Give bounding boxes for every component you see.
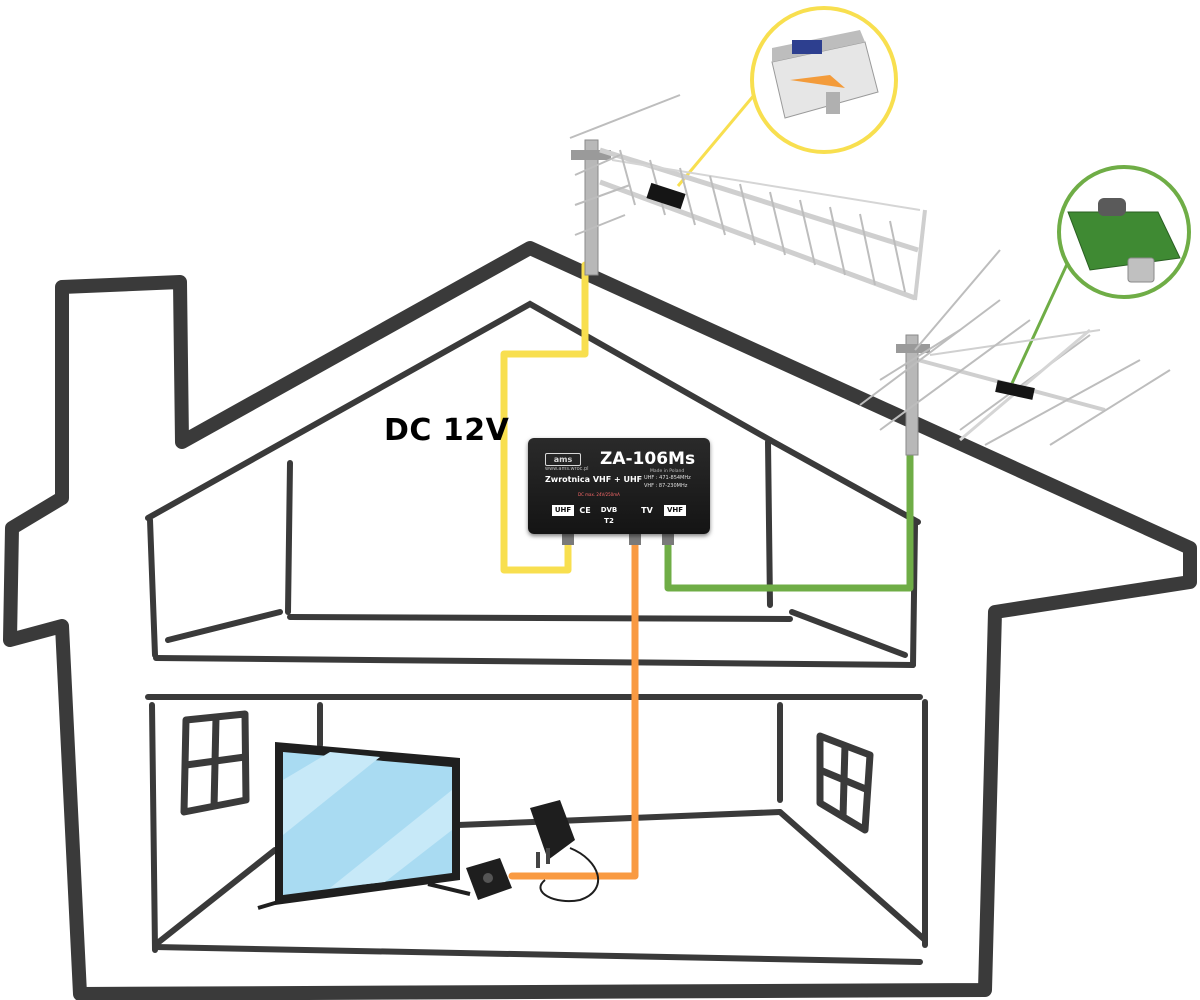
uhf-antenna-icon [569, 94, 927, 301]
dc-max-spec: DC max. 24V/250mA [578, 492, 620, 497]
ce-mark: CE [579, 506, 591, 515]
house-outline [3, 241, 1197, 1000]
television-icon [257, 742, 471, 910]
uhf-callout-line [676, 87, 762, 187]
brand-website: www.ams.wroc.pl [545, 466, 589, 472]
vhf-cable [664, 448, 914, 592]
diplexer-box: ams www.ams.wroc.pl ZA-106Ms Made in Pol… [528, 438, 710, 534]
model-name: ZA-106Ms [600, 449, 696, 469]
vhf-amplifier-board-icon [1057, 165, 1191, 299]
made-in-label: Made in Poland [650, 469, 685, 474]
room-lines [145, 694, 928, 965]
tv-cable [508, 541, 639, 880]
vhf-antenna-icon [859, 249, 1171, 456]
power-supply-icon [530, 800, 600, 903]
port-uhf-label: UHF [552, 505, 574, 516]
port-tv-label: TV [641, 506, 653, 515]
uhf-cable [500, 261, 589, 574]
diplexer-connectors [562, 533, 674, 545]
vhf-callout-line [1006, 261, 1070, 393]
uhf-amplifier-icon [750, 6, 898, 154]
dc-power-label: DC 12V [384, 413, 510, 448]
brand-logo: ams [545, 453, 581, 466]
attic-lines [145, 300, 921, 668]
window-right [816, 732, 874, 834]
vhf-band-spec: VHF : 87-230MHz [644, 483, 688, 489]
power-injector-icon [466, 858, 512, 900]
uhf-band-spec: UHF : 471-854MHz [644, 475, 691, 481]
port-vhf-label: VHF [664, 505, 686, 516]
window-left [180, 710, 250, 816]
product-subtitle: Zwrotnica VHF + UHF [545, 475, 643, 484]
dvb-mark: DVB T2 [600, 506, 618, 525]
